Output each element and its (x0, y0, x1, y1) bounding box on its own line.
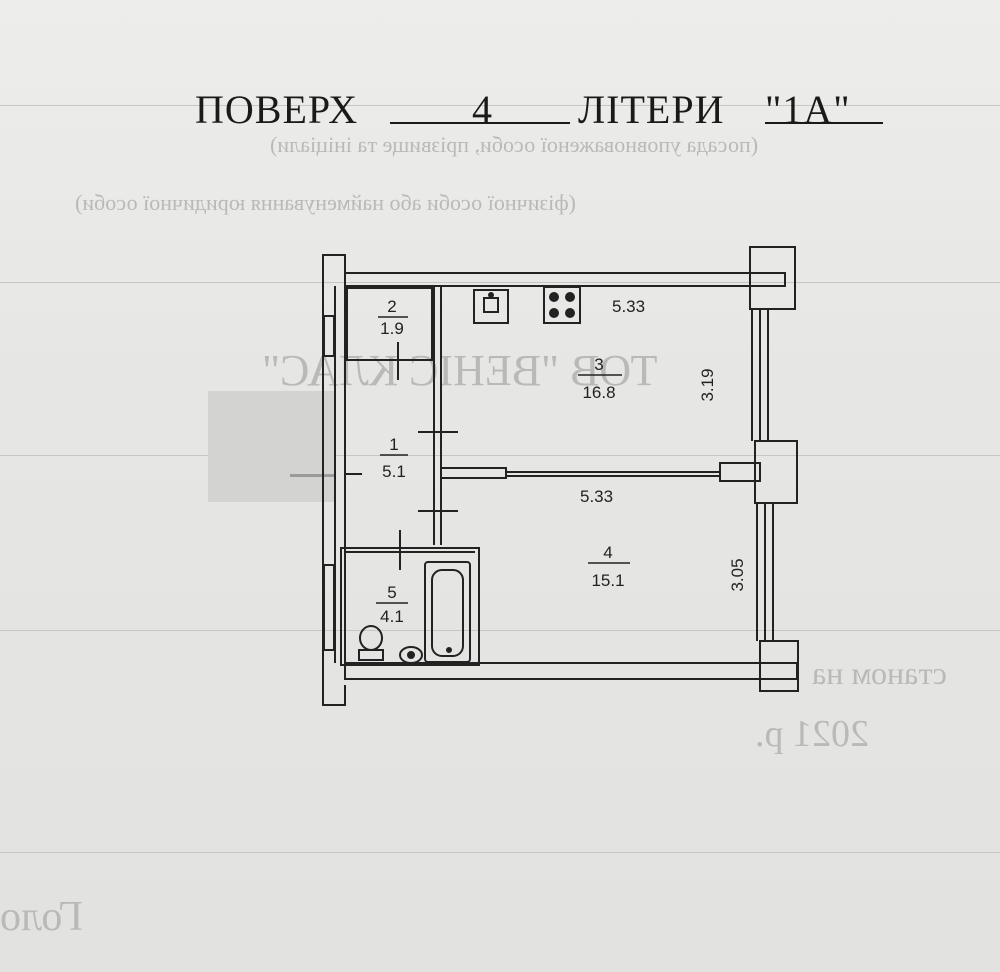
letter-label: ЛІТЕРИ (578, 87, 725, 132)
room-area: 4.1 (380, 607, 404, 626)
room-2-walls (346, 287, 433, 361)
room-number: 1 (389, 435, 398, 454)
left-outer-wall (322, 254, 346, 706)
room-2-label: 2 1.9 (378, 297, 408, 338)
redaction-mark (290, 474, 336, 477)
floor-header: ПОВЕРХ 4 ЛІТЕРИ "1А" (0, 78, 1000, 138)
form-rule (0, 852, 1000, 853)
room-number: 3 (594, 355, 603, 374)
form-rule (0, 282, 1000, 283)
room-area: 1.9 (380, 319, 404, 338)
room-5-label: 5 4.1 (376, 583, 408, 626)
form-rule (0, 455, 1000, 456)
room-3-label: 3 16.8 (578, 355, 622, 402)
bathroom-walls (340, 547, 480, 666)
room-area: 5.1 (382, 462, 406, 481)
washbasin-icon (399, 646, 423, 664)
floor-value: 4 (472, 87, 493, 132)
bottom-wall (344, 662, 798, 680)
kitchen-width-dimension: 5.33 (612, 297, 645, 316)
toilet-icon (358, 625, 384, 661)
redaction-patch (208, 391, 336, 502)
floor-label: ПОВЕРХ (195, 87, 359, 132)
room-width-dimension: 5.33 (580, 487, 613, 506)
letter-value: "1А" (765, 87, 851, 132)
stove-icon (543, 286, 581, 324)
top-wall (344, 272, 786, 287)
room-area: 16.8 (582, 383, 615, 402)
bathtub-icon (424, 561, 471, 663)
kitchen-depth-dimension: 3.19 (698, 368, 717, 401)
right-column-top (749, 246, 796, 310)
right-column-middle (754, 440, 798, 504)
sink-icon (473, 289, 509, 324)
form-rule (0, 630, 1000, 631)
partition-left (440, 467, 507, 479)
letter-underline (765, 122, 883, 124)
floor-underline (390, 122, 570, 124)
room-number: 4 (603, 543, 612, 562)
room-depth-dimension: 3.05 (728, 558, 747, 591)
room-number: 5 (387, 583, 396, 602)
form-rule (0, 105, 1000, 106)
room-number: 2 (387, 297, 396, 316)
right-column-bottom (759, 640, 799, 692)
room-4-label: 4 15.1 (588, 543, 630, 590)
room-area: 15.1 (591, 571, 624, 590)
room-1-label: 1 5.1 (380, 435, 408, 481)
